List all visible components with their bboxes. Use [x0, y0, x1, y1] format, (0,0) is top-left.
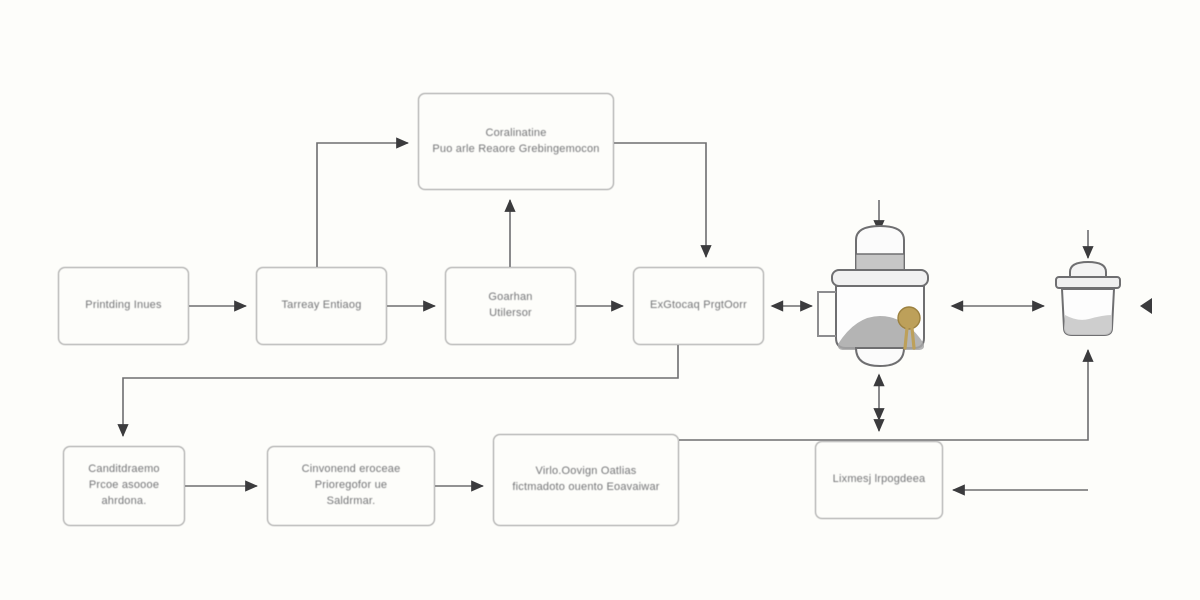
pot-lid-dome	[1069, 260, 1107, 279]
node-coordination[interactable]: Coralinatine Puo arle Reaore Grebingemoc…	[418, 93, 614, 190]
node-coordination-label: Coralinatine Puo arle Reaore Grebingemoc…	[432, 126, 600, 155]
large-vessel-illustration	[817, 224, 929, 368]
node-exacting-pripition-label: ExGtocaq PrgtOorr	[650, 299, 747, 312]
vessel-neck-contents	[856, 254, 904, 272]
vessel-base	[854, 347, 906, 368]
pot-lid-plate	[1055, 276, 1121, 289]
wire-viro-to-small-vessel	[679, 349, 1094, 441]
node-tarry-entbog-label: Tarreay Entiaog	[281, 299, 362, 312]
wire-exacting-loopback	[117, 345, 679, 437]
pot-body	[1060, 288, 1116, 336]
node-gmeent-process-label: Cinvonend eroceae Prioregofor ue Saldrma…	[301, 463, 401, 507]
node-exacting-pripition[interactable]: ExGtocaq PrgtOorr	[633, 267, 764, 345]
arrowhead-far-right	[1140, 298, 1152, 314]
vessel-neck	[855, 224, 905, 273]
node-viro-congen-oulties-label: Virlo.Oovign Oatlias fictmadoto ouento E…	[512, 465, 660, 493]
node-priming[interactable]: Printding Inues	[58, 267, 189, 345]
vessel-contents	[838, 316, 924, 350]
vessel-body	[835, 285, 925, 349]
node-litmes-topoduea-label: Lixmesj lrpogdeea	[832, 473, 926, 486]
small-vessel-illustration	[1055, 260, 1121, 336]
wire-tarry-up-coordination	[316, 137, 409, 267]
node-gmeent-process[interactable]: Cinvonend eroceae Prioregofor ue Saldrma…	[267, 446, 435, 526]
key-bow-icon	[897, 306, 921, 330]
pot-contents	[1064, 315, 1112, 335]
key-shaft-icon	[903, 326, 916, 350]
node-candidrasmo-label: Canditdraemo Prcoe asoooe ahrdona.	[88, 463, 160, 507]
node-priming-label: Printding Inues	[85, 299, 162, 312]
node-tarry-entbog[interactable]: Tarreay Entiaog	[256, 267, 387, 345]
node-viro-congen-oulties[interactable]: Virlo.Oovign Oatlias fictmadoto ouento E…	[493, 434, 679, 526]
wire-coordination-down-exacting	[614, 142, 712, 258]
node-litmes-topoduea[interactable]: Lixmesj lrpogdeea	[815, 441, 943, 519]
node-guardian-detection-label: Goarhan Utilersor	[488, 291, 533, 319]
node-guardian-detection[interactable]: Goarhan Utilersor	[445, 267, 576, 345]
vessel-handle	[817, 291, 836, 337]
vessel-rim	[831, 269, 929, 287]
node-candidrasmo[interactable]: Canditdraemo Prcoe asoooe ahrdona.	[63, 446, 185, 526]
